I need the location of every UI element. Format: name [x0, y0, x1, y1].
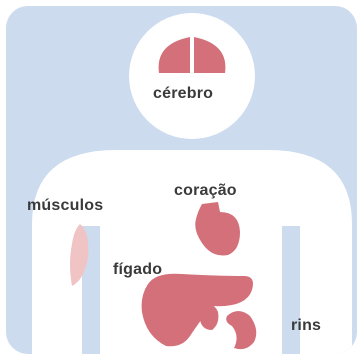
liver-label: fígado: [113, 261, 162, 279]
head: [129, 13, 255, 139]
brain-label: cérebro: [153, 85, 213, 103]
body-diagram-card: cérebro coração músculos fígado rins: [6, 6, 357, 354]
muscles-label: músculos: [27, 197, 103, 215]
heart-label: coração: [174, 182, 237, 200]
kidneys-label: rins: [291, 317, 321, 335]
human-body-figure: [6, 6, 357, 354]
